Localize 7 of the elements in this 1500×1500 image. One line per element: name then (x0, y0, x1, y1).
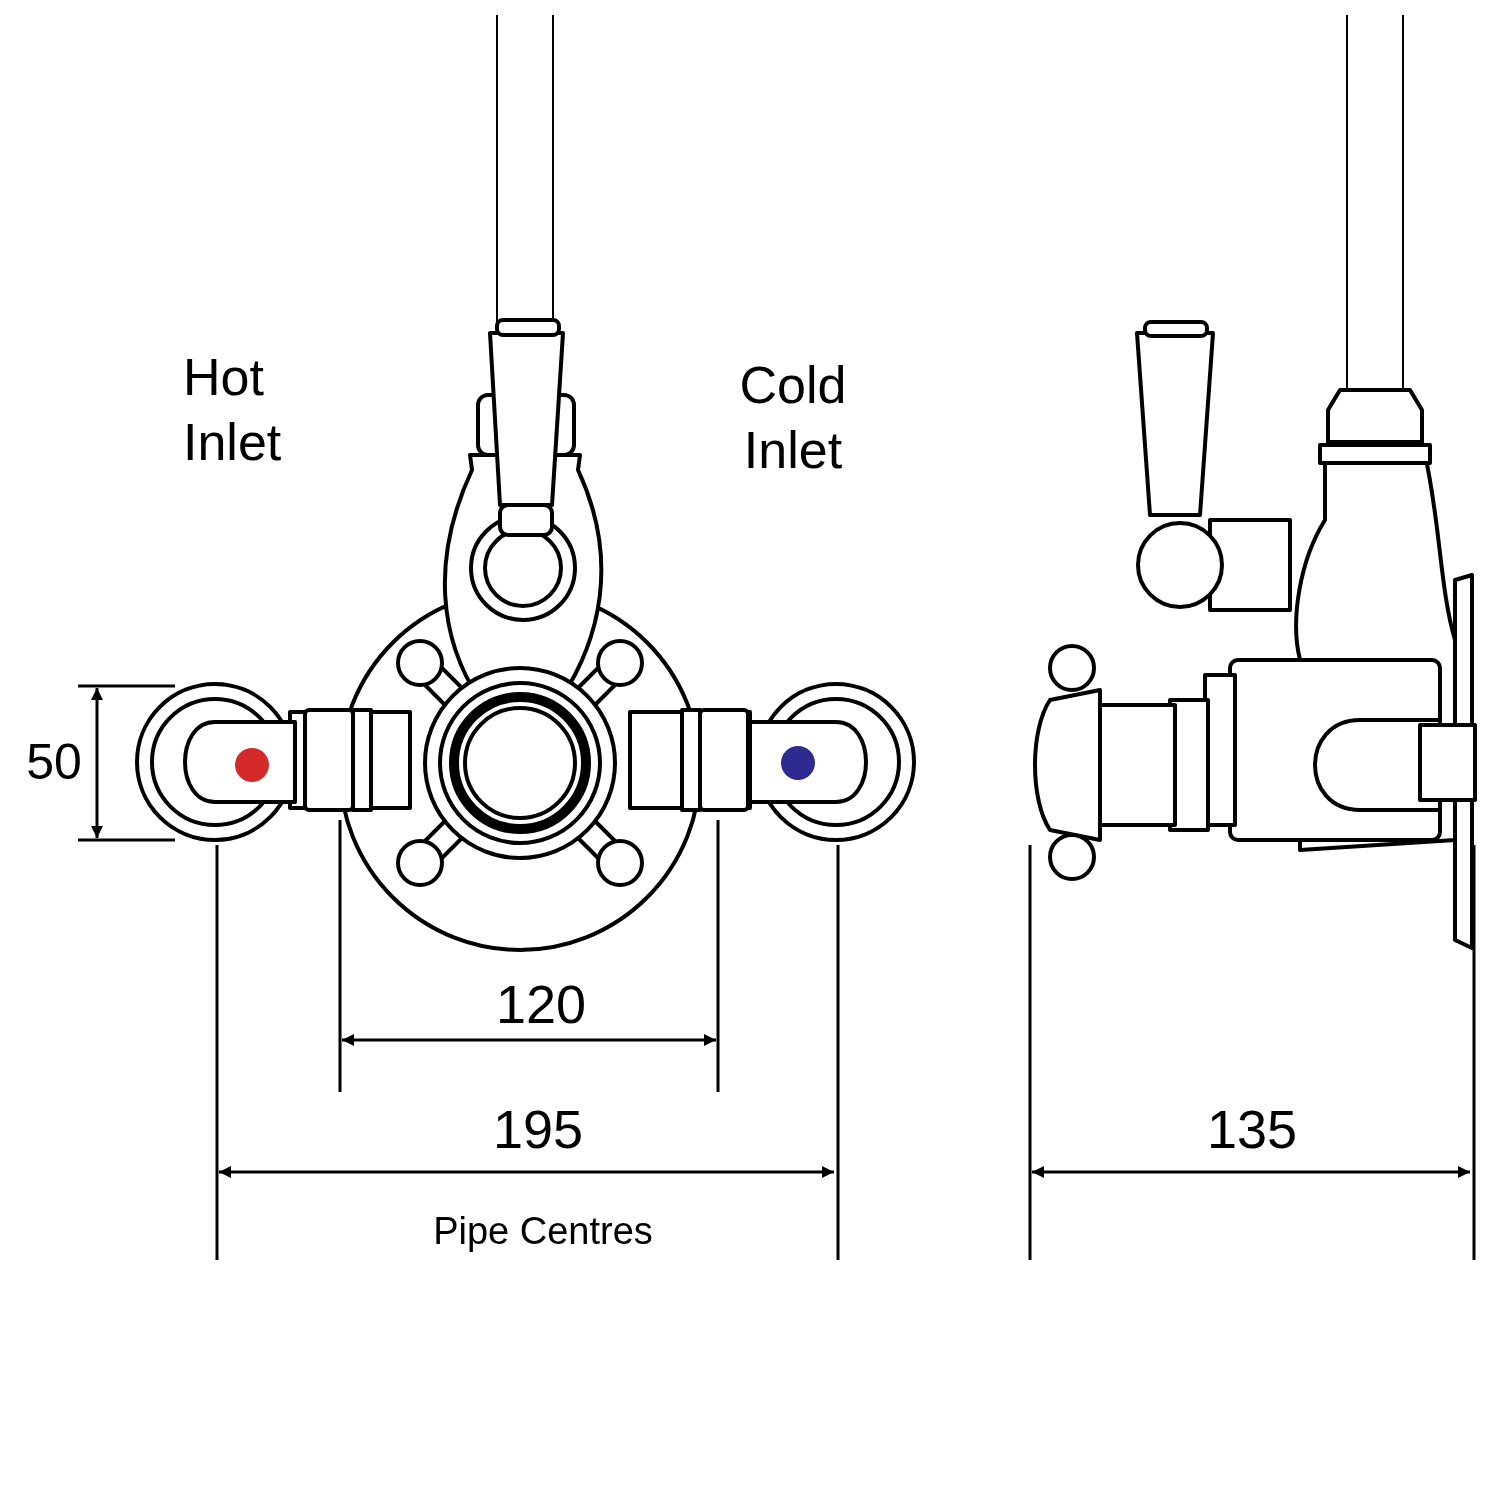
inlet-label: Hot Inlet (183, 347, 283, 473)
dimension-value: 135 (1206, 1098, 1298, 1162)
inlet-label: Cold Inlet (738, 355, 848, 481)
dimension-note: Pipe Centres (433, 1209, 653, 1255)
dimension-value: 50 (26, 732, 82, 792)
dimension-value: 120 (495, 973, 587, 1037)
dimension-value: 195 (492, 1098, 584, 1162)
